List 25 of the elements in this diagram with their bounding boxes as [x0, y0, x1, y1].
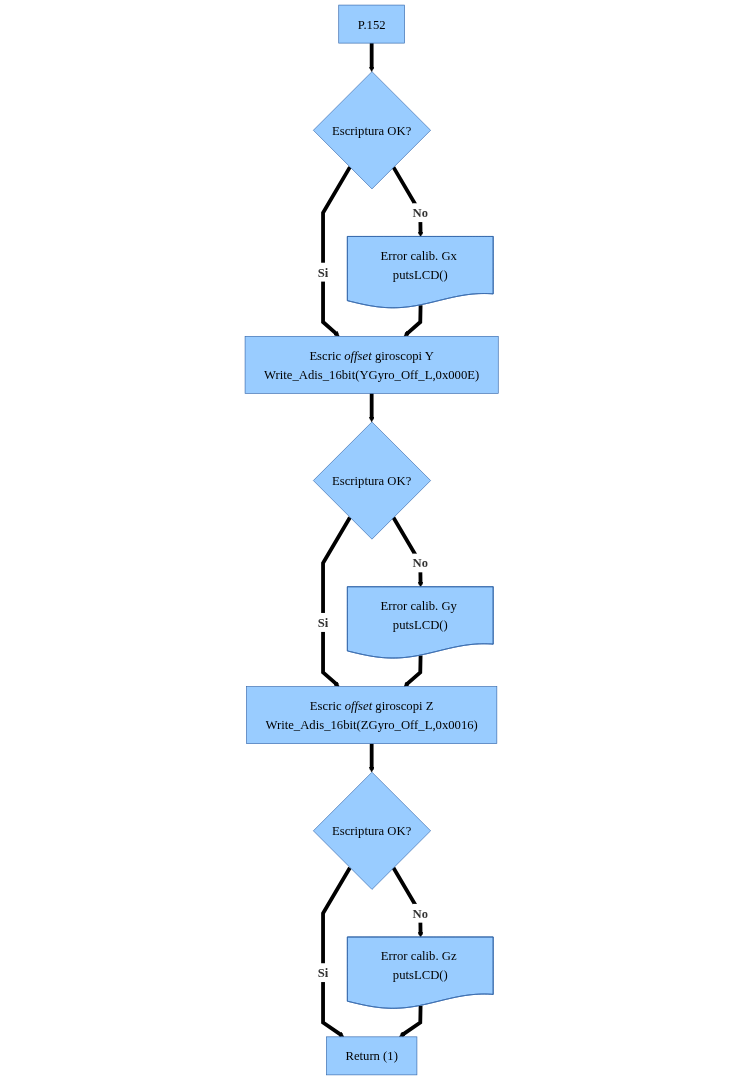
node-diamond: Escriptura OK?	[312, 71, 431, 190]
node-diamond: Escriptura OK?	[312, 421, 431, 540]
arrow	[368, 43, 375, 72]
edge-label: Si	[317, 615, 329, 630]
arrow	[321, 516, 352, 687]
arrow	[368, 393, 375, 423]
edge-label: Si	[317, 965, 329, 980]
edge-label: No	[412, 555, 428, 570]
arrow	[399, 1005, 423, 1038]
node-box: Escric offset giroscopi Y Write_Adis_16bit(YGyro_Off_L,0x000E)	[244, 336, 499, 394]
arrow	[391, 866, 424, 938]
arrow	[321, 166, 352, 337]
edge-label: Si	[317, 265, 329, 280]
edge-label: No	[412, 906, 428, 921]
arrow	[391, 516, 424, 588]
edge-label: No	[412, 205, 428, 220]
node-box: Escric offset giroscopi Z Write_Adis_16bit(ZGyro_Off_L,0x0016)	[246, 686, 497, 744]
arrow	[321, 866, 352, 1038]
arrow	[368, 743, 375, 773]
arrow	[403, 655, 423, 687]
arrow	[403, 305, 423, 337]
node-box: P.152	[338, 4, 405, 44]
node-diamond: Escriptura OK?	[312, 771, 431, 890]
node-box: Return (1)	[325, 1036, 418, 1076]
arrow	[391, 166, 424, 238]
